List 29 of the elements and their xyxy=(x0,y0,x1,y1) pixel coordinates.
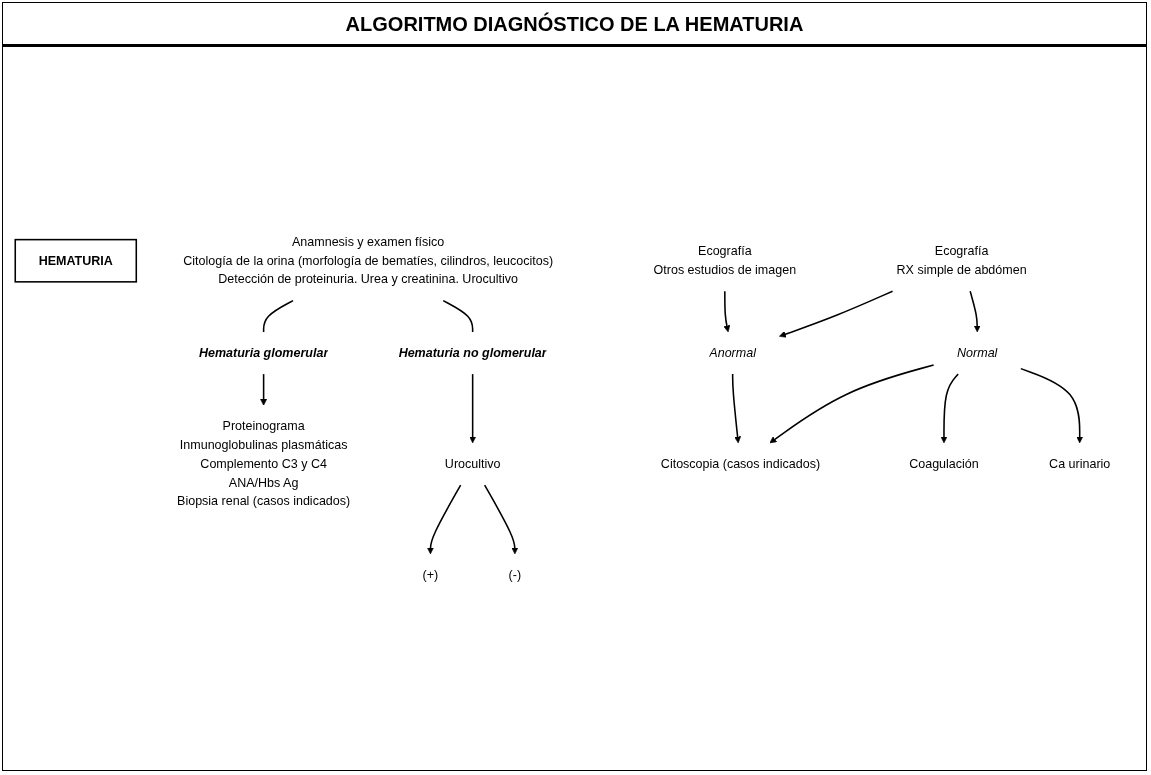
arrow xyxy=(469,373,477,444)
node-text: Anormal xyxy=(709,345,756,360)
node-text: Hematuria no glomerular xyxy=(398,345,547,360)
node-text: Citoscopia (casos indicados) xyxy=(660,456,821,471)
connector xyxy=(262,299,294,333)
node-text: Proteinograma Inmunoglobulinas plasmáticas Complemento C3 y C4 ANA/Hbs Ag Biopsia renal (casos indicados) xyxy=(177,419,351,508)
arrow xyxy=(483,484,519,555)
arrow xyxy=(1020,367,1084,444)
arrow xyxy=(779,290,894,338)
node-text: Ecografía RX simple de abdómen xyxy=(896,244,1027,277)
arrow xyxy=(723,290,731,333)
node-text: Urocultivo xyxy=(444,456,501,471)
diagram-title: ALGORITMO DIAGNÓSTICO DE LA HEMATURIA xyxy=(3,3,1146,47)
node-text: (-) xyxy=(508,567,522,582)
arrow xyxy=(969,290,981,333)
node-text: Anamnesis y examen físico Citología de la orina (morfología de bematíes, cilindros, leucocitos) Detección de proteinuria. Urea y creatinina. Urocultivo xyxy=(183,234,554,286)
arrow xyxy=(427,484,462,555)
node-text: Coagulación xyxy=(909,456,979,471)
node-text: Hematuria glomerular xyxy=(198,345,329,360)
node-box: HEMATURIA xyxy=(14,238,138,283)
node-text: Normal xyxy=(957,345,998,360)
arrow xyxy=(769,364,935,444)
arrow xyxy=(260,373,268,406)
connector xyxy=(442,299,474,333)
node-text: Ca urinario xyxy=(1049,456,1111,471)
node-text: Ecografía Otros estudios de imagen xyxy=(653,244,797,277)
arrow xyxy=(731,373,741,444)
node-text: (+) xyxy=(422,567,439,582)
arrow xyxy=(940,373,959,444)
